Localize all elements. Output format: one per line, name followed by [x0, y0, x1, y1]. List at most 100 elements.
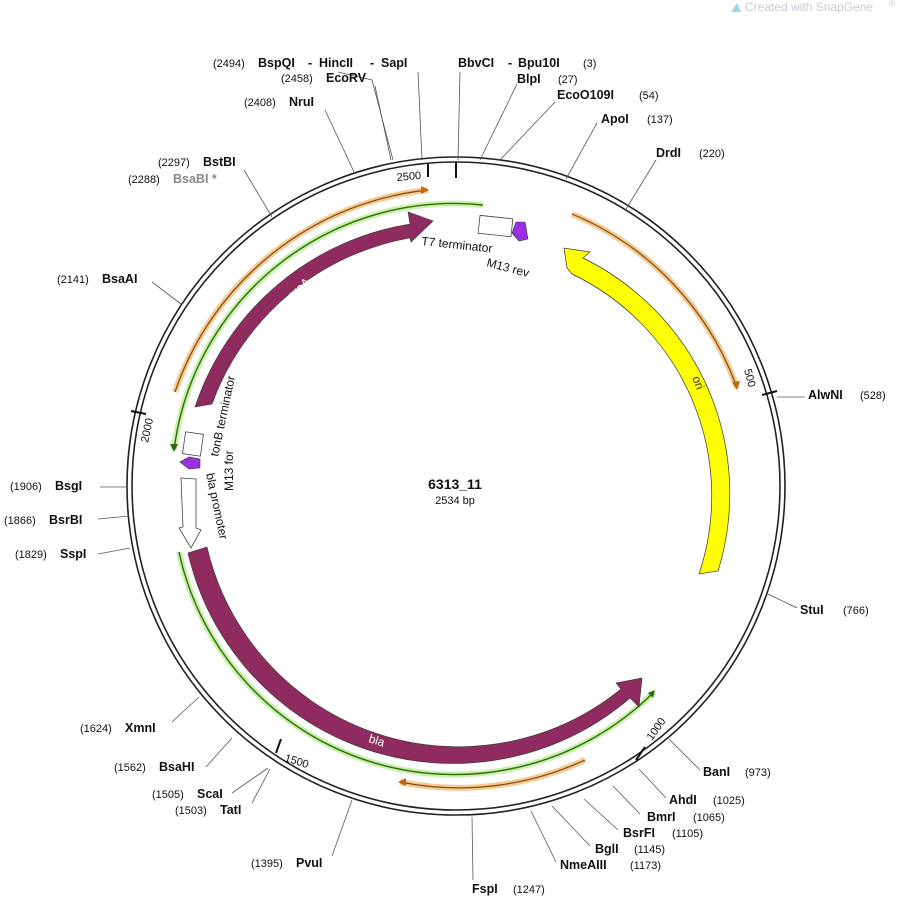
- feature-tonB-terminator: [182, 431, 204, 457]
- site-pos-sspi: (1829): [15, 549, 47, 561]
- site-alwni: AlwNI: [808, 388, 843, 402]
- site-pos-stui: (766): [843, 605, 869, 617]
- site-nmeaiii: NmeAIII: [560, 858, 607, 872]
- site-pos-apoi: (137): [647, 114, 673, 126]
- site-ecoo109i: EcoO109I: [557, 88, 614, 102]
- leader-fspi: [471, 816, 474, 881]
- site-bsrfi: BsrFI: [623, 826, 655, 840]
- leader-tati: [251, 768, 271, 804]
- site-leader-lines: [97, 71, 805, 881]
- site-pos-bsabi: (2288): [128, 174, 160, 186]
- green-arcs: [170, 200, 657, 778]
- site-pos-bpu10i: (3): [583, 58, 596, 70]
- site-xmni: XmnI: [125, 721, 156, 735]
- feature-m13-rev: [511, 221, 529, 242]
- leader-bsaai: [151, 281, 182, 305]
- site-sapi: SapI: [381, 56, 407, 70]
- site-pos-nmeaiii: (1173): [630, 860, 661, 872]
- feature-m13-rev-label: M13 rev: [485, 255, 531, 280]
- orf-arcs: [172, 186, 740, 791]
- leader-stui: [767, 593, 798, 609]
- site-pos-nrui: (2408): [244, 97, 276, 109]
- leader-ecoo109i: [499, 101, 556, 161]
- leader-bsrfi: [583, 798, 619, 831]
- site-bstbi: BstBI: [203, 155, 236, 169]
- feature-bla-promoter: [178, 477, 202, 549]
- tick-label-2000: 2000: [139, 417, 156, 443]
- snapgene-logo-icon: [731, 3, 741, 12]
- leader-blpi: [479, 83, 518, 161]
- site-separator-1: -: [308, 56, 312, 70]
- leader-xmni: [171, 696, 200, 723]
- feature-m13-for-label: M13 for: [222, 450, 236, 491]
- tick-label-2500: 2500: [396, 170, 421, 184]
- site-pos-bsrfi: (1105): [672, 828, 703, 840]
- site-tati: TatI: [220, 803, 241, 817]
- site-pos-xmni: (1624): [80, 723, 112, 735]
- site-bspqi: BspQI: [258, 56, 295, 70]
- site-bsahi: BsaHI: [159, 760, 194, 774]
- leader-bani: [668, 738, 701, 771]
- plasmid-name: 6313_11: [428, 476, 482, 492]
- leader-bgli: [551, 805, 591, 847]
- plasmid-length: 2534 bp: [435, 495, 475, 507]
- credit-mark: ®: [889, 0, 895, 8]
- site-bgli: BglI: [595, 842, 619, 856]
- leader-bsrbi: [97, 515, 130, 520]
- site-bmri: BmrI: [647, 810, 675, 824]
- feature-t7-terminator: [477, 214, 514, 238]
- site-pos-bsrbi: (1866): [4, 515, 36, 527]
- leader-ecorv: [374, 85, 392, 161]
- site-bpu10i: Bpu10I: [518, 56, 560, 70]
- site-bsgi: BsgI: [55, 479, 82, 493]
- site-blpi: BlpI: [517, 72, 541, 86]
- site-separator-3: -: [508, 56, 512, 70]
- leader-nrui: [324, 109, 356, 175]
- feature-bla-label: bla: [367, 731, 387, 749]
- leader-nmeaiii: [530, 810, 557, 863]
- site-pos-alwni: (528): [860, 390, 886, 402]
- site-separator-2: -: [370, 56, 374, 70]
- site-pos-bani: (973): [745, 767, 771, 779]
- restriction-sites: (2494) BspQI - HincII - SapI (2458) EcoR…: [4, 56, 886, 896]
- feature-greA: [194, 211, 434, 408]
- site-sspi: SspI: [60, 547, 86, 561]
- site-nrui: NruI: [289, 95, 314, 109]
- site-fspi: FspI: [472, 882, 498, 896]
- site-pos-fspi: (1247): [513, 884, 545, 896]
- leader-pvui: [331, 799, 353, 857]
- leader-sapi: [417, 71, 423, 161]
- tick-1500: [275, 738, 282, 754]
- leader-bstbi: [243, 169, 273, 218]
- feature-ori: [563, 247, 731, 575]
- site-bani: BanI: [703, 765, 730, 779]
- site-bsrbi: BsrBI: [49, 513, 82, 527]
- site-scai: ScaI: [197, 787, 223, 801]
- site-pos-bsaai: (2141): [57, 274, 89, 286]
- leader-bsahi: [205, 737, 233, 768]
- credit-text: Created with SnapGene: [745, 0, 873, 14]
- site-pos-blpi: (27): [558, 74, 578, 86]
- site-pos-scai: (1505): [152, 789, 184, 801]
- backbone-outer-circle: [126, 156, 786, 816]
- feature-t7-terminator-label: T7 terminator: [421, 234, 493, 255]
- site-pos-drdi: (220): [699, 148, 725, 160]
- site-pos-bgli: (1145): [634, 844, 665, 856]
- site-pvui: PvuI: [296, 856, 322, 870]
- feature-m13-for: [179, 456, 201, 470]
- site-pos-ahdi: (1025): [713, 795, 745, 807]
- orf-arc-right: [570, 211, 740, 390]
- tick-1000: [635, 746, 646, 761]
- site-bsaai: BsaAI: [102, 272, 137, 286]
- site-stui: StuI: [800, 603, 824, 617]
- site-hincii: HincII: [319, 56, 353, 70]
- tick-marks: [130, 164, 778, 761]
- site-pos-bmri: (1065): [693, 812, 725, 824]
- site-bsabi: BsaBI *: [173, 172, 217, 186]
- site-bbvci: BbvCI: [458, 56, 494, 70]
- leader-apoi: [565, 122, 598, 180]
- tick-label-1000: 1000: [645, 716, 669, 743]
- site-pos-tati: (1503): [175, 805, 207, 817]
- site-pos-bsgi: (1906): [10, 481, 42, 493]
